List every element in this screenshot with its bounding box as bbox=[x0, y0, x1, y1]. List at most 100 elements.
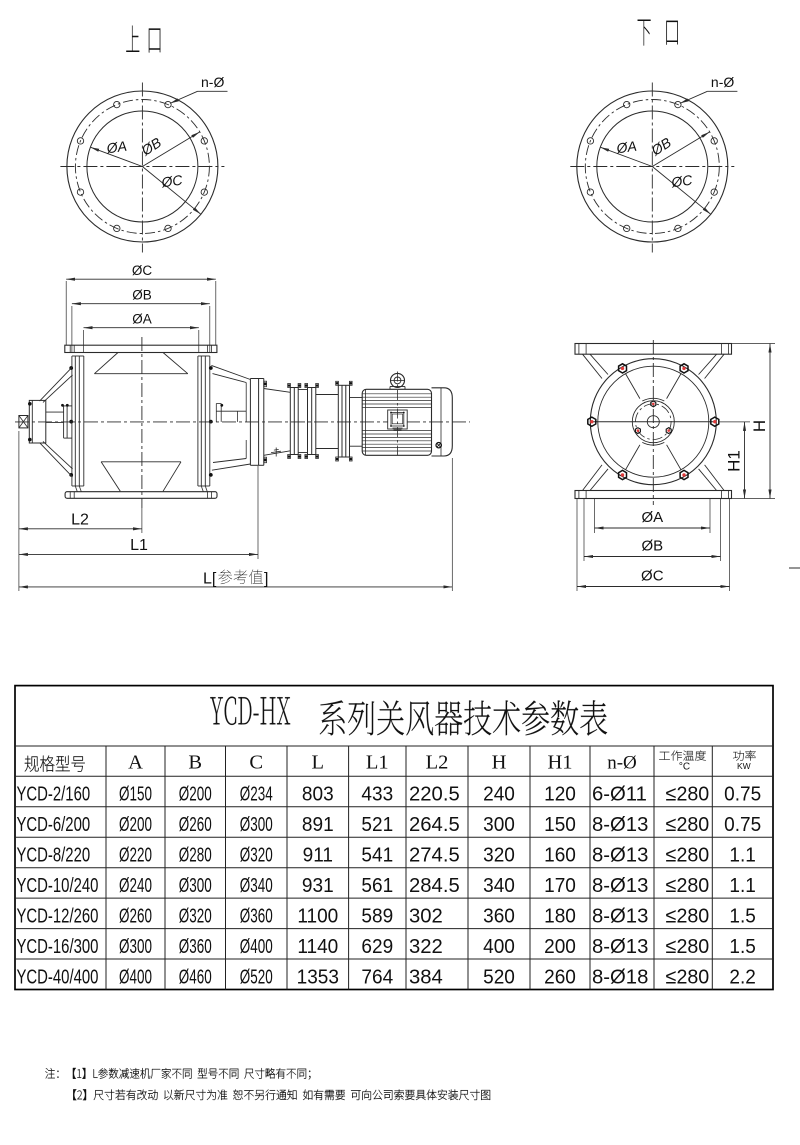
svg-text:1100: 1100 bbox=[297, 905, 338, 928]
svg-text:Ø340: Ø340 bbox=[240, 873, 273, 897]
svg-text:YCD-12/260: YCD-12/260 bbox=[17, 904, 99, 927]
svg-text:891: 891 bbox=[302, 813, 334, 836]
svg-text:Ø200: Ø200 bbox=[119, 812, 152, 836]
svg-text:L2: L2 bbox=[426, 752, 449, 774]
svg-text:1.1: 1.1 bbox=[729, 844, 755, 867]
svg-text:2.2: 2.2 bbox=[729, 966, 755, 989]
svg-text:ØA: ØA bbox=[614, 138, 637, 157]
svg-text:≤280: ≤280 bbox=[666, 814, 710, 837]
svg-text:322: 322 bbox=[409, 935, 443, 958]
svg-text:YCD-10/240: YCD-10/240 bbox=[17, 874, 99, 897]
svg-text:L1: L1 bbox=[130, 537, 148, 554]
svg-text:L[: L[ bbox=[203, 571, 217, 588]
svg-text:120: 120 bbox=[544, 783, 576, 806]
svg-text:Ø400: Ø400 bbox=[119, 964, 152, 988]
svg-text:≤280: ≤280 bbox=[666, 935, 710, 958]
svg-text:n-Ø: n-Ø bbox=[711, 74, 734, 90]
svg-text:8-Ø13: 8-Ø13 bbox=[592, 935, 648, 958]
svg-text:200: 200 bbox=[544, 935, 576, 958]
svg-text:150: 150 bbox=[544, 813, 576, 836]
svg-text:H: H bbox=[750, 420, 769, 432]
svg-text:340: 340 bbox=[483, 874, 515, 897]
svg-text:240: 240 bbox=[483, 783, 515, 806]
svg-text:764: 764 bbox=[361, 966, 393, 989]
svg-text:160: 160 bbox=[544, 844, 576, 867]
svg-text:302: 302 bbox=[409, 904, 443, 927]
svg-text:Ø400: Ø400 bbox=[240, 934, 273, 958]
svg-text:8-Ø13: 8-Ø13 bbox=[592, 874, 648, 897]
svg-text:H1: H1 bbox=[725, 450, 744, 472]
svg-text:Ø300: Ø300 bbox=[179, 873, 212, 897]
svg-text:Ø150: Ø150 bbox=[119, 782, 152, 806]
svg-text:ØA: ØA bbox=[132, 312, 152, 327]
svg-text:≤280: ≤280 bbox=[666, 844, 710, 867]
svg-text:ØC: ØC bbox=[641, 568, 664, 585]
svg-text:ØC: ØC bbox=[132, 263, 153, 278]
svg-text:Ø460: Ø460 bbox=[179, 964, 212, 988]
svg-text:0.75: 0.75 bbox=[724, 813, 761, 836]
svg-text:Ø280: Ø280 bbox=[179, 842, 212, 866]
svg-text:1.5: 1.5 bbox=[729, 905, 755, 928]
svg-text:1353: 1353 bbox=[297, 966, 339, 989]
svg-text:Ø220: Ø220 bbox=[119, 842, 152, 866]
svg-text:Ø360: Ø360 bbox=[240, 903, 273, 927]
svg-text:ØA: ØA bbox=[641, 509, 663, 526]
svg-text:629: 629 bbox=[361, 935, 393, 958]
svg-text:Ø300: Ø300 bbox=[119, 934, 152, 958]
svg-text:Ø320: Ø320 bbox=[179, 903, 212, 927]
svg-text:Ø320: Ø320 bbox=[240, 842, 273, 866]
svg-text:Ø300: Ø300 bbox=[240, 812, 273, 836]
svg-text:ØC: ØC bbox=[669, 171, 694, 190]
svg-text:284.5: 284.5 bbox=[409, 874, 460, 897]
svg-text:8-Ø13: 8-Ø13 bbox=[592, 813, 648, 836]
svg-text:Ø260: Ø260 bbox=[119, 903, 152, 927]
svg-text:Ø520: Ø520 bbox=[240, 964, 273, 988]
svg-text:≤280: ≤280 bbox=[666, 966, 710, 989]
svg-text:931: 931 bbox=[302, 874, 334, 897]
svg-text:YCD-16/300: YCD-16/300 bbox=[17, 934, 99, 957]
svg-text:6-Ø11: 6-Ø11 bbox=[592, 782, 647, 805]
svg-text:360: 360 bbox=[483, 905, 515, 928]
svg-text:ØB: ØB bbox=[132, 288, 152, 303]
svg-text:589: 589 bbox=[361, 905, 393, 928]
svg-text:521: 521 bbox=[361, 813, 393, 836]
svg-text:274.5: 274.5 bbox=[409, 843, 460, 866]
svg-text:520: 520 bbox=[483, 966, 515, 989]
svg-text:300: 300 bbox=[483, 813, 515, 836]
svg-text:]: ] bbox=[264, 571, 268, 588]
svg-text:KW: KW bbox=[737, 761, 751, 771]
svg-text:320: 320 bbox=[483, 844, 515, 867]
svg-text:1.5: 1.5 bbox=[729, 935, 755, 958]
svg-text:541: 541 bbox=[361, 844, 393, 867]
svg-text:≤280: ≤280 bbox=[666, 783, 710, 806]
svg-text:≤280: ≤280 bbox=[666, 905, 710, 928]
svg-text:Ø360: Ø360 bbox=[179, 934, 212, 958]
svg-text:170: 170 bbox=[544, 874, 576, 897]
svg-text:C: C bbox=[249, 752, 263, 774]
svg-text:YCD-40/400: YCD-40/400 bbox=[17, 965, 99, 988]
svg-text:ØC: ØC bbox=[159, 171, 184, 190]
svg-text:B: B bbox=[188, 752, 202, 774]
svg-text:384: 384 bbox=[409, 965, 443, 988]
svg-text:911: 911 bbox=[303, 844, 333, 867]
svg-text:1140: 1140 bbox=[297, 935, 338, 958]
svg-text:YCD-6/200: YCD-6/200 bbox=[17, 813, 91, 836]
svg-text:Ø240: Ø240 bbox=[119, 873, 152, 897]
svg-text:L: L bbox=[312, 752, 325, 774]
svg-text:433: 433 bbox=[361, 783, 393, 806]
svg-text:400: 400 bbox=[483, 935, 515, 958]
svg-text:8-Ø13: 8-Ø13 bbox=[592, 904, 648, 927]
svg-text:n-Ø: n-Ø bbox=[607, 753, 637, 774]
svg-text:≤280: ≤280 bbox=[666, 874, 710, 897]
svg-text:Ø234: Ø234 bbox=[240, 782, 273, 806]
svg-text:0.75: 0.75 bbox=[724, 783, 761, 806]
svg-text:A: A bbox=[128, 752, 143, 774]
svg-text:180: 180 bbox=[544, 905, 576, 928]
svg-text:260: 260 bbox=[544, 966, 576, 989]
svg-text:YCD-8/220: YCD-8/220 bbox=[17, 843, 91, 866]
svg-text:H1: H1 bbox=[547, 752, 572, 774]
svg-text:L1: L1 bbox=[366, 752, 389, 774]
svg-text:L2: L2 bbox=[71, 512, 89, 529]
svg-text:8-Ø13: 8-Ø13 bbox=[592, 843, 648, 866]
svg-text:Ø260: Ø260 bbox=[179, 812, 212, 836]
